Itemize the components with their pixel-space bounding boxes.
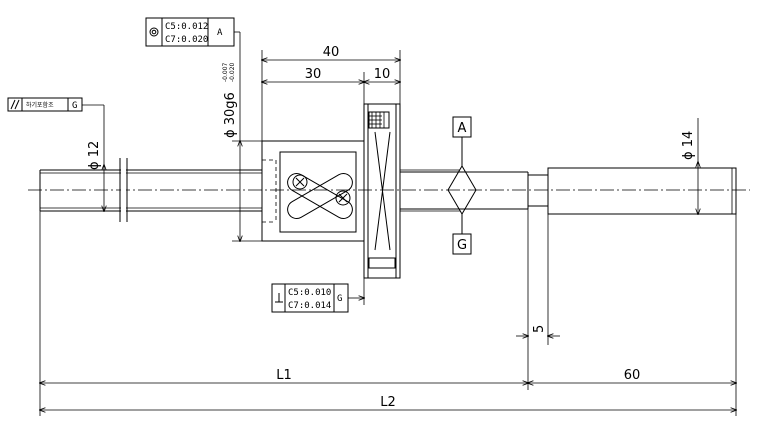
left-shaft <box>39 158 262 222</box>
concentricity-frame <box>145 17 240 47</box>
dim-40 <box>262 50 400 141</box>
wiper <box>363 103 460 279</box>
parallelism-label: 하기포함조 <box>26 101 54 109</box>
concentricity-line1: C5:0.012 <box>165 22 208 32</box>
datum-G-box <box>452 233 472 255</box>
right-shaft <box>547 167 737 215</box>
datum-G-label: G <box>457 238 467 253</box>
dim-40-label: 40 <box>323 45 340 60</box>
concentricity-datum: A <box>217 28 223 38</box>
svg-text:-0.020: -0.020 <box>229 62 236 82</box>
dim-phi12-label: ϕ 12 <box>87 141 102 170</box>
deflector <box>287 173 353 219</box>
concentricity-line2: C7:0.020 <box>165 35 208 45</box>
perpendicularity-datum: G <box>337 294 342 304</box>
dim-phi30 <box>232 32 262 241</box>
parallelism-datum: G <box>72 101 77 111</box>
dim-L2-label: L2 <box>380 395 396 410</box>
dim-L1-60 <box>40 211 736 416</box>
perpendicularity-line2: C7:0.014 <box>288 301 331 311</box>
nut-flange <box>261 140 365 242</box>
dim-5-label: 5 <box>532 325 547 333</box>
perpendicularity-frame <box>271 278 364 313</box>
screw-shaft <box>400 171 548 210</box>
dim-60-label: 60 <box>624 368 641 383</box>
datum-A-label: A <box>458 121 467 136</box>
svg-text:ϕ 30g6: ϕ 30g6 <box>223 92 238 138</box>
dim-30-label: 30 <box>305 67 322 82</box>
datum-A-box <box>452 116 472 138</box>
datum-diamond <box>447 116 477 255</box>
perpendicularity-line1: C5:0.010 <box>288 288 331 298</box>
dim-30 <box>262 72 400 141</box>
dim-10-label: 10 <box>374 67 391 82</box>
dim-L1-label: L1 <box>276 368 292 383</box>
dim-phi14-label: ϕ 14 <box>681 131 696 160</box>
dim-phi14 <box>698 118 736 214</box>
svg-text:-0.007: -0.007 <box>222 62 229 82</box>
dim-5 <box>516 209 560 345</box>
dim-phi30-label: ϕ 30g6 -0.007 -0.020 <box>222 62 238 138</box>
parallelism-frame <box>7 97 104 112</box>
